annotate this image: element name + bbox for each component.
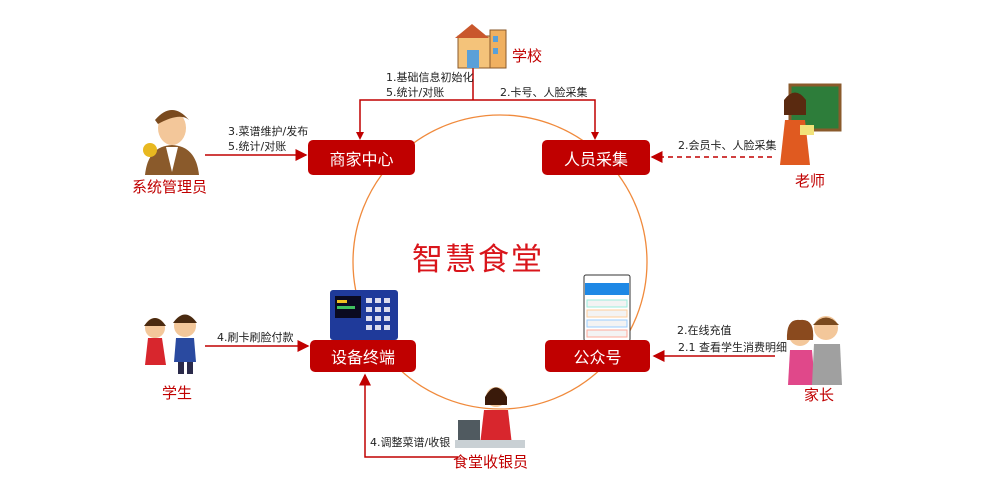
cashier-arrow (359, 373, 458, 458)
role-parent: 家长 (804, 386, 835, 404)
school-label-1: 1.基础信息初始化 (386, 71, 474, 84)
admin-label-1: 3.菜谱维护/发布 (228, 125, 309, 138)
school-label-3: 2.卡号、人脸采集 (500, 86, 588, 99)
role-school: 学校 (512, 47, 543, 65)
merchant-center-node: 商家中心 (308, 140, 415, 175)
pos-terminal-icon (330, 290, 398, 340)
role-admin: 系统管理员 (132, 178, 208, 196)
role-student: 学生 (162, 384, 193, 402)
school-label-2: 5.统计/对账 (386, 86, 445, 99)
terminal-node: 设备终端 (310, 340, 416, 372)
student-label: 4.刷卡刷脸付款 (217, 331, 294, 344)
cashier-avatar-icon (455, 387, 525, 448)
teacher-label: 2.会员卡、人脸采集 (678, 139, 777, 152)
phone-app-icon (583, 274, 631, 342)
school-building-icon (455, 24, 507, 69)
students-avatar-icon (144, 314, 197, 374)
admin-avatar-icon (143, 110, 199, 175)
cashier-label: 4.调整菜谱/收银 (370, 436, 451, 449)
role-cashier: 食堂收银员 (453, 453, 529, 471)
parents-avatar-icon (786, 316, 842, 385)
school-connector (359, 62, 596, 138)
role-teacher: 老师 (795, 172, 826, 190)
cycle-circle (352, 114, 648, 410)
teacher-avatar-icon (780, 83, 842, 165)
diagram-title: 智慧食堂 (412, 242, 544, 278)
personnel-collection-node: 人员采集 (542, 140, 650, 175)
parent-label-2: 2.1 查看学生消费明细 (678, 341, 787, 354)
parent-label-1: 2.在线充值 (677, 324, 732, 337)
admin-label-2: 5.统计/对账 (228, 140, 287, 153)
official-account-node: 公众号 (545, 340, 650, 372)
